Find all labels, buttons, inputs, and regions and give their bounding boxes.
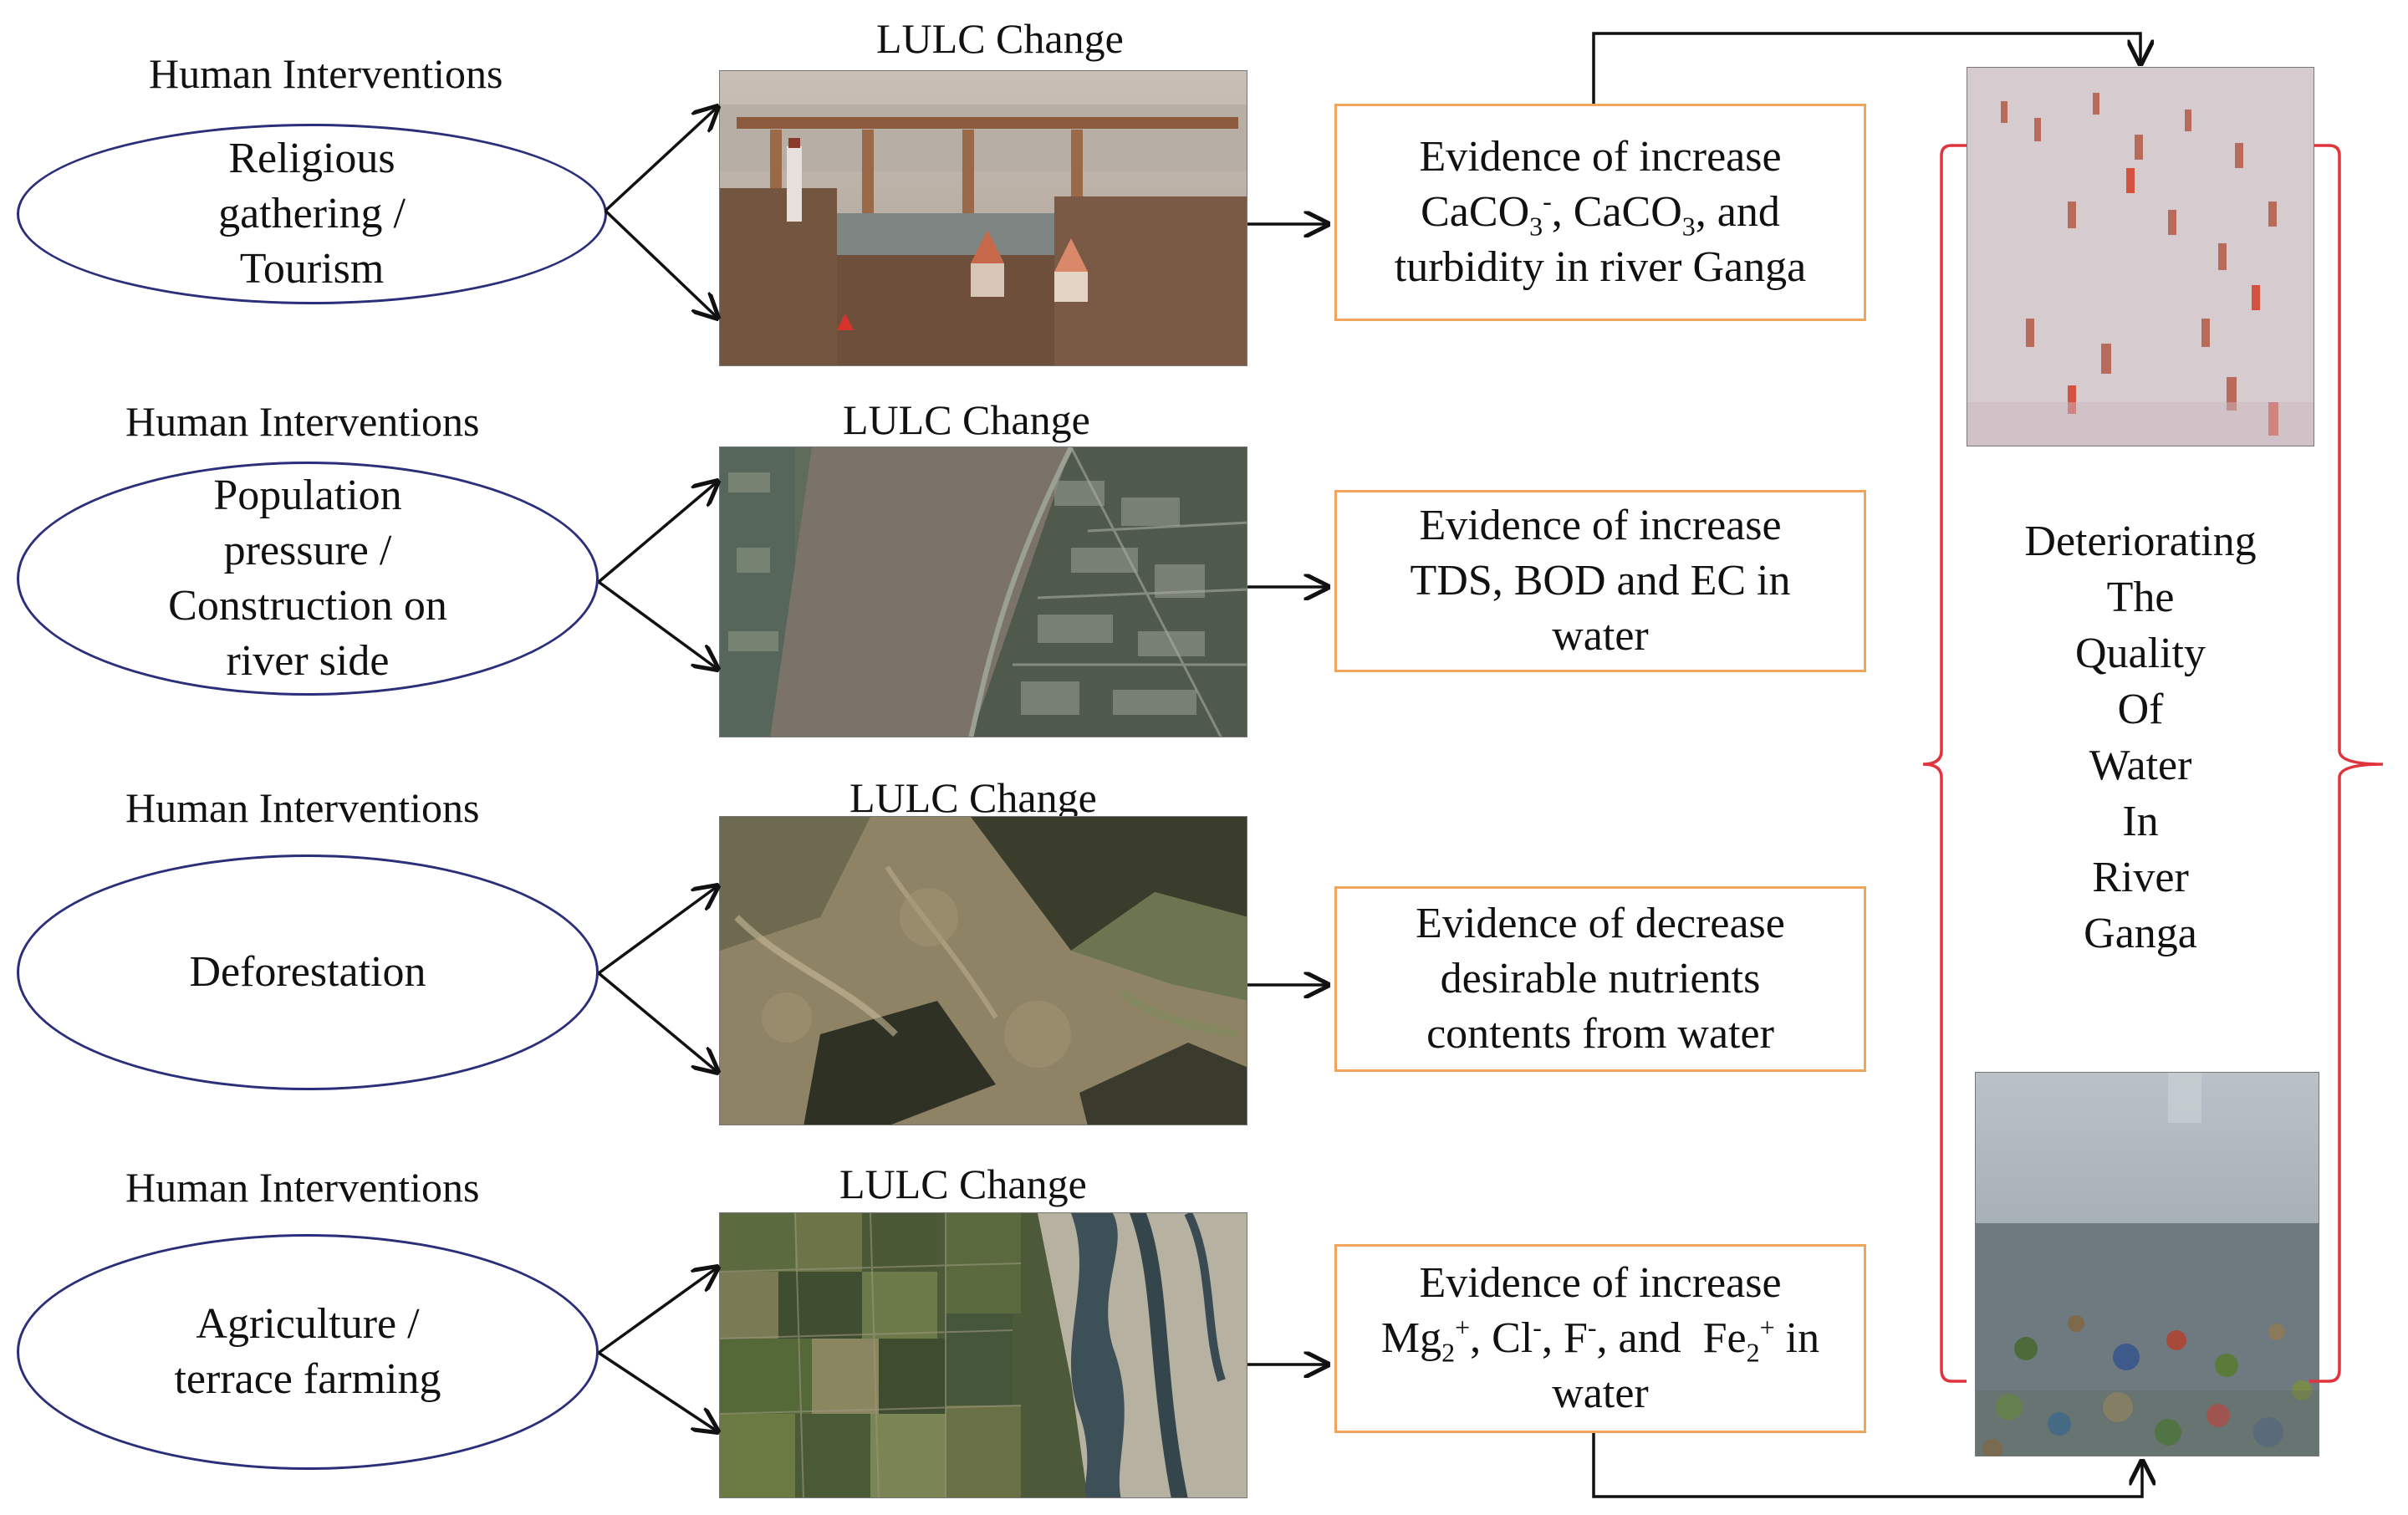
intervention-ellipse-religious: Religious gathering / Tourism (17, 124, 607, 304)
human-interventions-heading-2: Human Interventions (125, 398, 480, 445)
human-interventions-heading-3: Human Interventions (125, 784, 480, 831)
outcome-line: Deteriorating (2024, 518, 2257, 565)
ellipse-line: Agriculture / (196, 1300, 420, 1348)
ellipse-line: Construction on (168, 582, 447, 630)
outcome-line: Of (2117, 686, 2164, 733)
riverside-settlement-satellite (719, 446, 1247, 737)
ellipse-line: Religious (228, 135, 395, 182)
farmland-river-satellite (719, 1212, 1247, 1498)
ellipse-line: gathering / (218, 190, 406, 237)
ellipse-line: terrace farming (174, 1355, 441, 1403)
outcome-line: Ganga (2084, 910, 2197, 957)
ellipse-line: Population (213, 472, 402, 519)
ellipse-line: pressure / (223, 527, 392, 574)
ellipse-line: river side (226, 637, 390, 685)
human-interventions-heading-1: Human Interventions (149, 50, 503, 97)
intervention-ellipse-deforestation: Deforestation (17, 854, 599, 1090)
left-brace (1922, 144, 1967, 1383)
river-bathers-photo (1967, 67, 2314, 446)
lulc-change-title-4: LULC Change (839, 1160, 1087, 1207)
outcome-line: In (2122, 798, 2159, 845)
outcome-line: Water (2089, 742, 2192, 789)
deforested-hills-satellite (719, 816, 1247, 1125)
right-brace (2309, 144, 2384, 1383)
arrow-ellipse4-to-image-down (598, 1351, 717, 1431)
arrow-ellipse1-to-image-up (604, 107, 717, 212)
outcome-line: The (2106, 574, 2175, 621)
arrow-ellipse3-to-image-down (597, 972, 717, 1072)
lulc-change-title-3: LULC Change (849, 774, 1097, 821)
crowded-ghat-photo (719, 70, 1247, 366)
outcome-text: Deteriorating The Quality Of Water In Ri… (1967, 513, 2314, 962)
arrow-ellipse2-to-image-down (597, 580, 717, 669)
human-interventions-heading-4: Human Interventions (125, 1164, 480, 1211)
intervention-ellipse-population: Population pressure / Construction on ri… (17, 462, 599, 696)
lulc-change-title-2: LULC Change (843, 396, 1090, 443)
intervention-ellipse-agriculture: Agriculture / terrace farming (17, 1234, 599, 1470)
lulc-change-title-1: LULC Change (876, 15, 1124, 62)
arrow-ellipse2-to-image-up (597, 482, 717, 584)
outcome-line: Quality (2075, 630, 2206, 677)
ellipse-line: Deforestation (189, 948, 426, 996)
polluted-river-photo (1975, 1072, 2319, 1456)
arrow-ellipse4-to-image-up (597, 1268, 717, 1354)
arrow-ellipse1-to-image-down (604, 209, 717, 318)
outcome-line: River (2092, 854, 2189, 901)
ellipse-line: Tourism (239, 245, 385, 293)
arrow-ellipse3-to-image-up (597, 886, 717, 975)
